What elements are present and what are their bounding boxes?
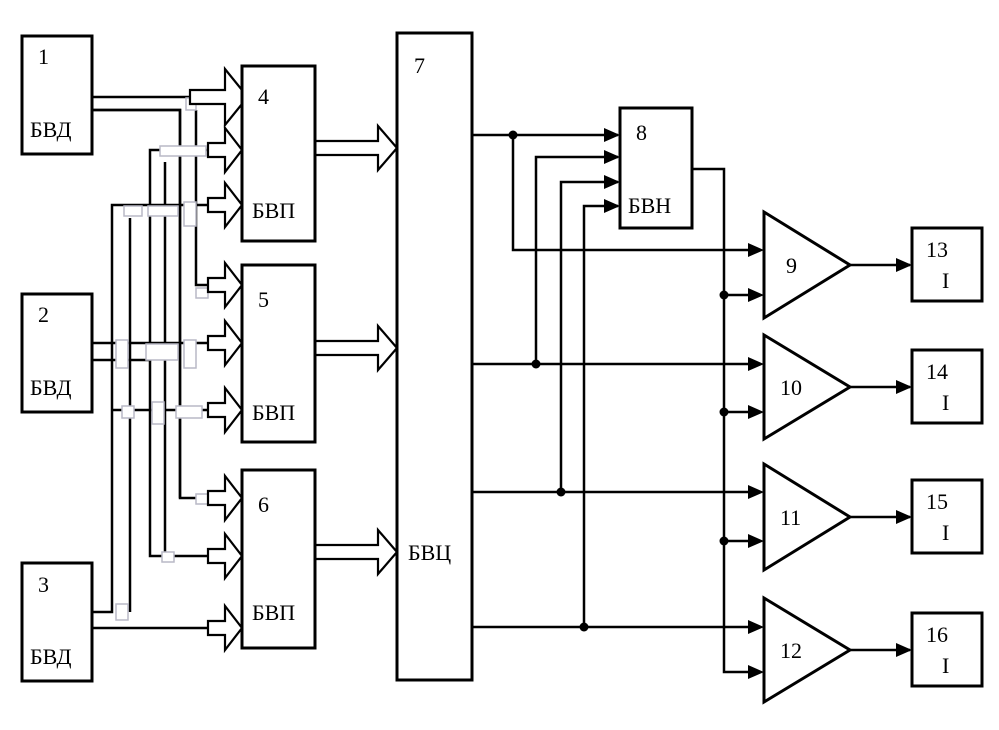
- block-2-number: 2: [38, 302, 49, 327]
- block-3: 3 БВД: [20, 561, 94, 683]
- junction-dots: [508, 130, 729, 632]
- block-2: 2 БВД: [20, 292, 94, 414]
- block-2-code: БВД: [30, 375, 71, 400]
- indicator-15-number: 15: [926, 489, 948, 514]
- amplifier-9-number: 9: [786, 253, 797, 278]
- block-1-number: 1: [38, 44, 49, 69]
- output-wiring: [472, 133, 910, 674]
- crossing-marks: [115, 97, 209, 621]
- indicator-15: 15 I: [910, 478, 984, 555]
- indicator-13-number: 13: [926, 237, 948, 262]
- input-wiring: [92, 95, 222, 630]
- bvp-input-arrows: [188, 65, 244, 654]
- block-1: 1 БВД: [20, 34, 94, 156]
- block-4-code: БВП: [252, 198, 295, 223]
- block-7-code: БВЦ: [408, 540, 451, 565]
- block-3-code: БВД: [30, 644, 71, 669]
- indicator-16-number: 16: [926, 622, 948, 647]
- block-8: 8 БВН: [618, 106, 694, 230]
- amplifier-11-number: 11: [780, 505, 801, 530]
- block-5-number: 5: [258, 287, 269, 312]
- indicator-15-code: I: [942, 520, 949, 545]
- block-4: 4 БВП: [240, 64, 317, 243]
- block-3-number: 3: [38, 572, 49, 597]
- block-7-number: 7: [414, 53, 425, 78]
- amplifier-11: 11: [762, 461, 853, 573]
- amplifier-12: 12: [762, 595, 853, 705]
- indicator-14-code: I: [942, 390, 949, 415]
- amplifier-12-number: 12: [780, 638, 802, 663]
- amplifier-10: 10: [762, 332, 853, 442]
- bvp-output-arrows: [313, 123, 399, 577]
- block-8-code: БВН: [628, 193, 671, 218]
- block-6-number: 6: [258, 492, 269, 517]
- block-1-code: БВД: [30, 117, 71, 142]
- amplifier-10-number: 10: [780, 375, 802, 400]
- amplifier-9: 9: [762, 209, 853, 321]
- indicator-13: 13 I: [910, 226, 984, 303]
- arrow-heads: [604, 128, 912, 679]
- block-7: 7 БВЦ: [395, 31, 474, 682]
- indicator-14-number: 14: [926, 359, 948, 384]
- block-5-code: БВП: [252, 400, 295, 425]
- block-6-code: БВП: [252, 600, 295, 625]
- indicator-16: 16 I: [910, 611, 984, 688]
- block-4-number: 4: [258, 84, 269, 109]
- block-8-number: 8: [636, 120, 647, 145]
- indicator-16-code: I: [942, 653, 949, 678]
- block-6: 6 БВП: [240, 468, 317, 650]
- indicator-14: 14 I: [910, 348, 984, 425]
- block-5: 5 БВП: [240, 263, 317, 444]
- indicator-13-code: I: [942, 268, 949, 293]
